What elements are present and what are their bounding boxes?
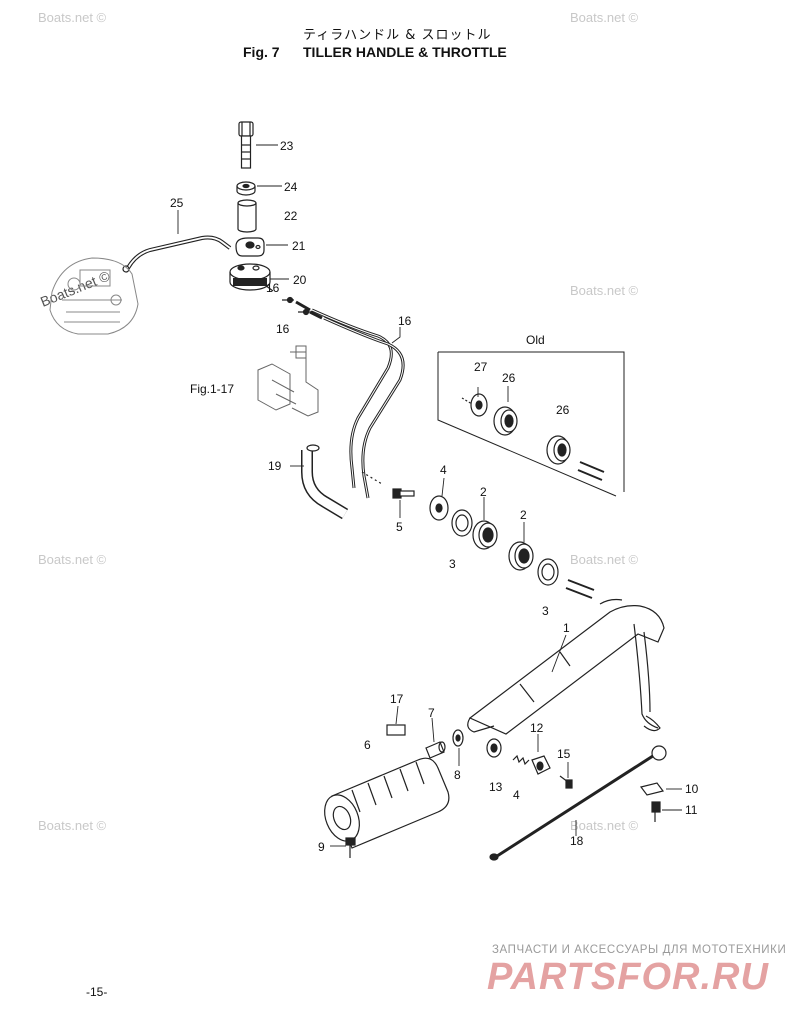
callout-18: 18 [570,834,584,848]
fig-1-17-bracket-sketch [257,345,319,417]
part-11-screw [651,801,661,822]
figure-number: Fig. 7 [243,44,280,60]
callout-3: 3 [542,604,549,618]
callout-16: 16 [398,314,412,328]
part-25-link-rod [122,235,232,273]
callout-7: 7 [428,706,435,720]
part-15-screw [559,775,573,789]
part-5-screw [392,488,415,499]
callout-3: 3 [449,557,456,571]
callout-12: 12 [530,721,544,735]
callout-24: 24 [284,180,298,194]
part-24-washer [236,181,256,196]
part-16-cables [311,308,405,499]
part-3-ring [537,558,559,586]
watermark: Boats.net © [570,818,639,833]
old-group-label: Old [526,333,545,347]
part-17-plate [386,724,406,736]
leader-lines [177,144,682,847]
part-12-block [531,755,551,775]
watermark: Boats.net © [570,283,639,298]
part-2-gear [508,541,534,571]
callout-17: 17 [390,692,404,706]
part-9-screw [345,837,356,858]
part-4-plate [429,495,449,521]
callout-8: 8 [454,768,461,782]
part-6-grip [324,757,450,849]
old-group-frame [437,351,625,497]
callout-22: 22 [284,209,298,223]
callout-15: 15 [557,747,571,761]
part-19-hose [301,444,349,520]
part-3-ring [451,509,473,537]
callout-27: 27 [474,360,488,374]
ad-tagline: ЗАПЧАСТИ И АКСЕССУАРЫ ДЛЯ МОТОТЕХНИКИ [492,944,787,956]
callout-2: 2 [520,508,527,522]
part-4-spring [512,754,530,766]
callout-5: 5 [396,520,403,534]
callout-13: 13 [489,780,503,794]
callout-2: 2 [480,485,487,499]
callout-16: 16 [276,322,290,336]
watermark: Boats.net © [38,818,107,833]
part-13-collar [486,738,502,758]
watermark: Boats.net © [570,552,639,567]
part-18-rod [489,745,667,861]
ad-logo: PARTSFOR.RU [487,956,769,998]
callout-26: 26 [502,371,516,385]
watermark: Boats.net © [570,10,639,25]
part-2-gear [472,520,498,550]
cable-ends [282,296,323,320]
callout-9: 9 [318,840,325,854]
callout-11: 11 [685,803,698,817]
callout-25: 25 [170,196,184,210]
callout-4: 4 [440,463,447,477]
page-number: -15- [86,985,108,999]
callout-26: 26 [556,403,570,417]
part-22-sleeve [237,199,257,233]
callout-23: 23 [280,139,294,153]
part-10-clip [639,782,665,796]
callout-16: 16 [266,281,280,295]
part-21-bracket [235,237,265,257]
callout-4: 4 [513,788,520,802]
callout-1: 1 [563,621,570,635]
part-20-drum [229,263,274,292]
callout-20: 20 [293,273,307,287]
callout-21: 21 [292,239,306,253]
part-23-bolt [238,121,254,169]
callout-19: 19 [268,459,282,473]
callout-6: 6 [364,738,371,752]
callout-10: 10 [685,782,699,796]
part-1-handle [467,598,665,735]
figure-title: TILLER HANDLE & THROTTLE [303,44,507,60]
part-7-insert [425,741,446,759]
engine-sketch [49,257,139,335]
japanese-title: ティラハンドル & スロットル [303,28,492,43]
watermark: Boats.net © [38,552,107,567]
watermark: Boats.net © [38,10,107,25]
part-8-bushing [452,729,464,747]
figure-reference: Fig.1-17 [190,382,235,396]
